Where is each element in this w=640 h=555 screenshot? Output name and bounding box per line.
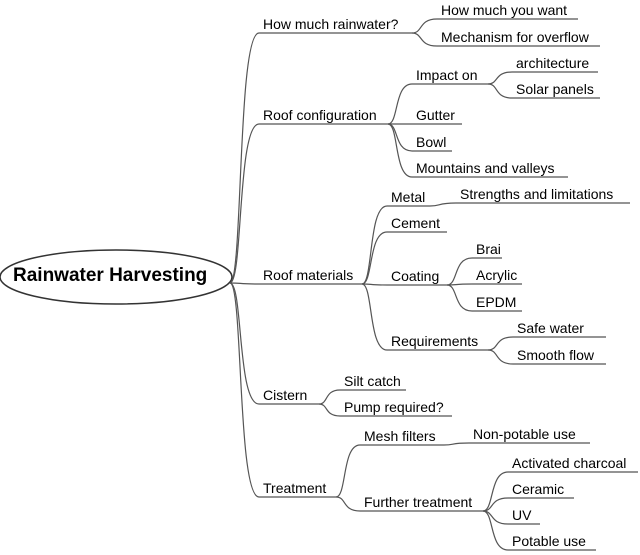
connector-roof-configuration bbox=[229, 123, 260, 284]
connector-safe-water bbox=[487, 336, 514, 351]
node-metal: Metal bbox=[391, 189, 426, 205]
connector-requirements bbox=[361, 283, 388, 351]
node-cistern: Cistern bbox=[263, 387, 308, 403]
connector-treatment bbox=[229, 282, 260, 498]
node-mesh-filters: Mesh filters bbox=[364, 428, 436, 444]
node-impact-on: Impact on bbox=[416, 67, 478, 83]
node-architecture: architecture bbox=[516, 55, 590, 71]
node-cement: Cement bbox=[391, 215, 441, 231]
node-smooth-flow: Smooth flow bbox=[517, 347, 595, 363]
connector-cement bbox=[361, 231, 388, 285]
connector-smooth-flow bbox=[487, 349, 514, 365]
connector-mesh-filters bbox=[335, 444, 361, 498]
node-uv: UV bbox=[512, 507, 532, 523]
connector-cistern bbox=[229, 282, 260, 405]
node-strengths-and-limitations: Strengths and limitations bbox=[460, 186, 614, 202]
node-ceramic: Ceramic bbox=[512, 481, 565, 497]
node-solar-panels: Solar panels bbox=[516, 81, 594, 97]
connector-architecture bbox=[487, 71, 513, 85]
connector-coating bbox=[361, 283, 388, 286]
connector-brai bbox=[446, 257, 473, 286]
root-node-label: Rainwater Harvesting bbox=[13, 265, 208, 286]
root-node-ellipse bbox=[0, 249, 233, 305]
connector-potable-use bbox=[482, 510, 509, 551]
node-coating: Coating bbox=[391, 268, 440, 284]
node-roof-configuration: Roof configuration bbox=[263, 107, 377, 123]
node-treatment: Treatment bbox=[263, 480, 327, 496]
connector-further-treatment bbox=[335, 496, 361, 512]
node-safe-water: Safe water bbox=[517, 320, 584, 336]
node-brai: Brai bbox=[476, 241, 501, 257]
connector-mountains-and-valleys bbox=[387, 123, 413, 178]
node-acrylic: Acrylic bbox=[476, 267, 518, 283]
node-requirements: Requirements bbox=[391, 333, 479, 349]
node-gutter: Gutter bbox=[416, 107, 455, 123]
node-mountains-and-valleys: Mountains and valleys bbox=[416, 160, 555, 176]
connector-how-much-you-want bbox=[411, 18, 438, 34]
connector-roof-materials bbox=[229, 282, 260, 285]
connector-metal bbox=[361, 205, 388, 285]
connector-silt-catch bbox=[318, 389, 341, 405]
connector-impact-on bbox=[387, 83, 413, 125]
connector-activated-charcoal bbox=[482, 471, 509, 512]
connector-pump-required bbox=[318, 403, 341, 417]
connector-epdm bbox=[446, 284, 473, 312]
connector-bowl bbox=[387, 123, 413, 152]
node-potable-use: Potable use bbox=[512, 533, 586, 549]
connector-solar-panels bbox=[487, 83, 513, 99]
node-how-much-you-want: How much you want bbox=[441, 2, 568, 18]
node-activated-charcoal: Activated charcoal bbox=[512, 455, 627, 471]
connector-strengths-and-limitations bbox=[429, 202, 457, 207]
node-mechanism-for-overflow: Mechanism for overflow bbox=[441, 29, 589, 45]
node-epdm: EPDM bbox=[476, 294, 517, 310]
node-non-potable-use: Non-potable use bbox=[473, 426, 576, 442]
node-pump-required: Pump required? bbox=[344, 399, 444, 415]
node-further-treatment: Further treatment bbox=[364, 494, 473, 510]
node-roof-materials: Roof materials bbox=[263, 267, 354, 283]
connector-non-potable-use bbox=[443, 442, 470, 446]
node-how-much-rainwater: How much rainwater? bbox=[263, 16, 399, 32]
connector-mechanism-for-overflow bbox=[411, 32, 438, 47]
node-silt-catch: Silt catch bbox=[344, 373, 401, 389]
node-bowl: Bowl bbox=[416, 134, 447, 150]
connector-how-much-rainwater bbox=[229, 32, 260, 284]
